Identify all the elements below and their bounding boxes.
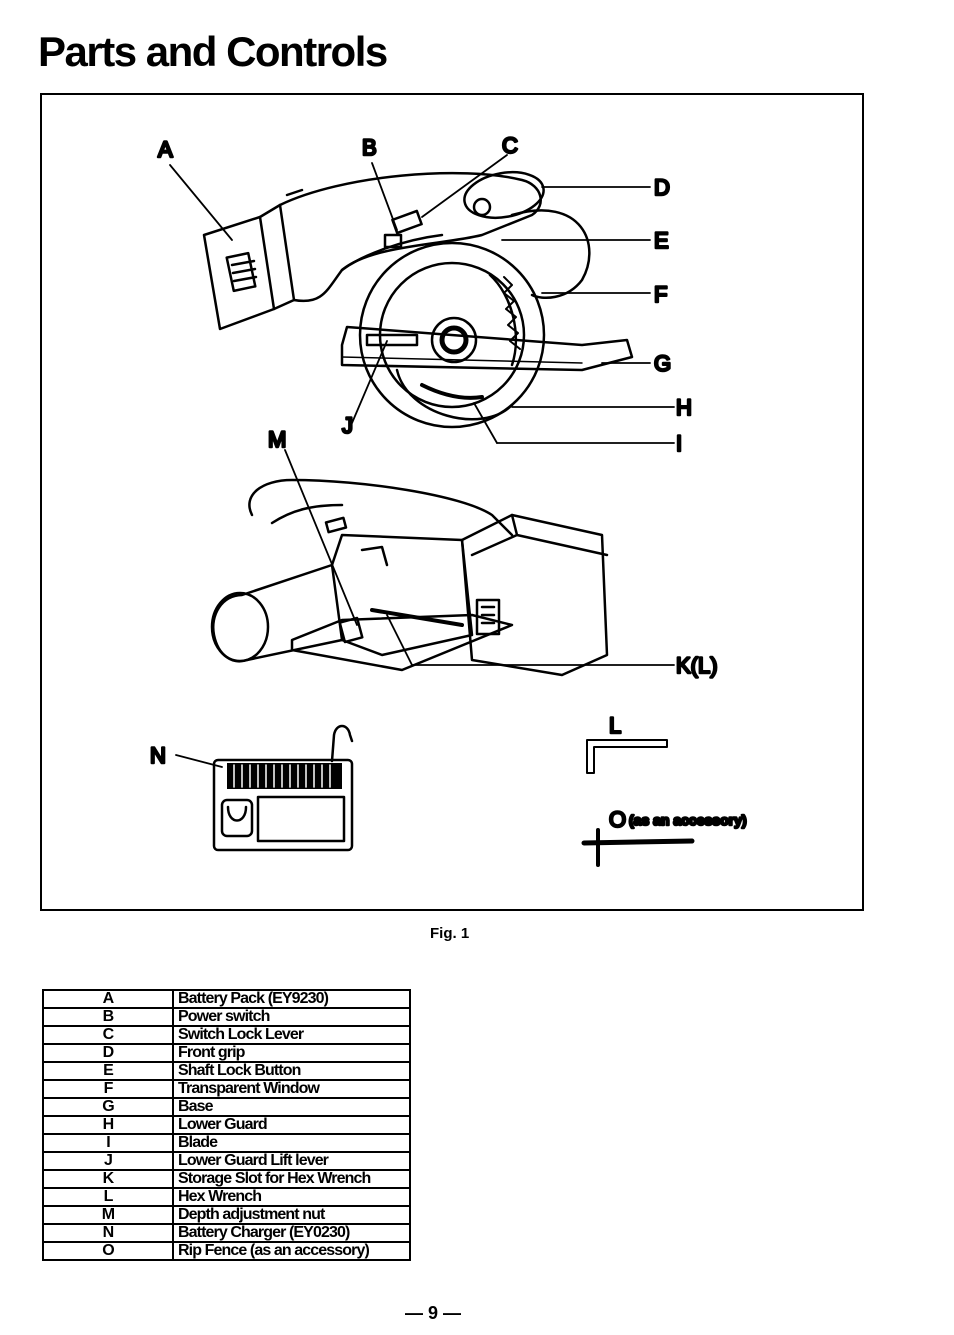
- saw-bottom-view: [210, 478, 609, 677]
- part-name: Blade: [172, 1133, 411, 1153]
- part-name: Storage Slot for Hex Wrench: [172, 1169, 411, 1189]
- battery-charger-illustration: [212, 724, 354, 852]
- callout-j: J: [342, 413, 353, 438]
- callout-g: G: [654, 351, 671, 376]
- part-name: Transparent Window: [172, 1079, 411, 1099]
- callout-kl: K(L): [676, 653, 718, 678]
- callout-d: D: [654, 175, 670, 200]
- callout-o-note: (as an accessory): [629, 812, 747, 828]
- callout-o: O: [609, 807, 626, 832]
- callout-b: B: [362, 135, 377, 160]
- part-code: D: [42, 1043, 174, 1063]
- saw-top-view: [202, 170, 634, 429]
- callout-h: H: [676, 395, 692, 420]
- figure-caption: Fig. 1: [430, 925, 470, 942]
- part-code: I: [42, 1133, 174, 1153]
- part-name: Rip Fence (as an accessory): [172, 1241, 411, 1261]
- parts-illustration: A B C D E F G H I J M K(L) N L O (as an …: [149, 132, 748, 867]
- callout-a: A: [158, 137, 173, 162]
- leader-lines: [169, 154, 675, 768]
- callout-f: F: [654, 282, 667, 307]
- part-code: K: [42, 1169, 174, 1189]
- figure-frame: A B C D E F G H I J M K(L) N L O (as an …: [40, 93, 864, 911]
- part-name: Lower Guard Lift lever: [172, 1151, 411, 1171]
- callout-i: I: [676, 431, 682, 456]
- part-name: Base: [172, 1097, 411, 1117]
- hex-wrench-illustration: [586, 739, 668, 774]
- callout-m: M: [268, 427, 286, 452]
- part-name: Battery Pack (EY9230): [172, 989, 411, 1009]
- part-code: B: [42, 1007, 174, 1027]
- part-name: Switch Lock Lever: [172, 1025, 411, 1045]
- part-name: Depth adjustment nut: [172, 1205, 411, 1225]
- rip-fence-illustration: [581, 828, 695, 867]
- part-code: N: [42, 1223, 174, 1243]
- part-name: Front grip: [172, 1043, 411, 1063]
- callout-l: L: [609, 713, 621, 738]
- part-name: Shaft Lock Button: [172, 1061, 411, 1081]
- part-code: A: [42, 989, 174, 1009]
- page-title: Parts and Controls: [38, 28, 388, 75]
- part-code: G: [42, 1097, 174, 1117]
- callout-n: N: [150, 743, 166, 768]
- part-name: Battery Charger (EY0230): [172, 1223, 411, 1243]
- callout-c: C: [502, 133, 518, 158]
- part-code: H: [42, 1115, 174, 1135]
- part-code: J: [42, 1151, 174, 1171]
- part-code: O: [42, 1241, 174, 1261]
- part-code: M: [42, 1205, 174, 1225]
- part-code: F: [42, 1079, 174, 1099]
- part-name: Lower Guard: [172, 1115, 411, 1135]
- page-number: — 9 —: [405, 1303, 462, 1323]
- part-code: C: [42, 1025, 174, 1045]
- callout-e: E: [654, 228, 669, 253]
- part-name: Power switch: [172, 1007, 411, 1027]
- part-code: L: [42, 1187, 174, 1207]
- part-code: E: [42, 1061, 174, 1081]
- part-name: Hex Wrench: [172, 1187, 411, 1207]
